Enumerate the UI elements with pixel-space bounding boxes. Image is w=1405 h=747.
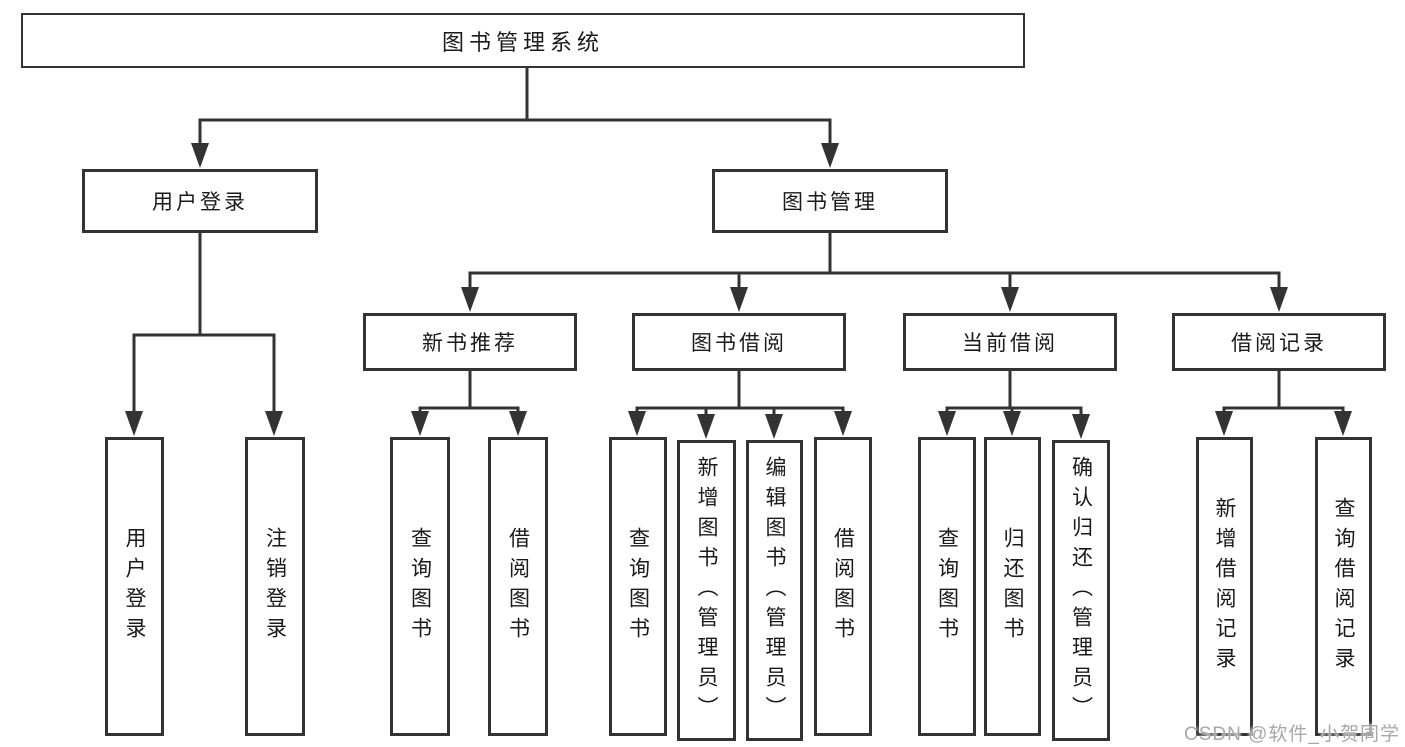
node-branch-user-login: 用户登录 [82, 169, 318, 233]
node-leaf-add-book-admin: 新增图书（管理员） [677, 440, 736, 741]
connector-user-login-children [125, 233, 283, 436]
node-leaf-query-borrow-record: 查询借阅记录 [1315, 437, 1372, 736]
node-leaf-edit-book-admin: 编辑图书（管理员） [746, 440, 803, 741]
node-branch-book-management: 图书管理 [712, 169, 948, 233]
csdn-watermark: CSDN @软件_小贺同学 [1184, 724, 1400, 745]
node-leaf-borrow-books-recommend: 借阅图书 [488, 437, 548, 736]
node-section-book-borrowing: 图书借阅 [632, 313, 846, 371]
node-leaf-user-login: 用户登录 [105, 437, 164, 736]
connector-root-to-branches [191, 68, 839, 168]
node-leaf-return-books: 归还图书 [984, 437, 1041, 736]
connector-borrowing-records-children [1215, 371, 1352, 436]
node-leaf-add-borrow-record: 新增借阅记录 [1196, 437, 1253, 736]
node-leaf-query-books-borrowing: 查询图书 [609, 437, 667, 736]
connector-book-borrowing-children [628, 371, 852, 439]
node-leaf-query-books-current: 查询图书 [918, 437, 976, 736]
node-leaf-query-books-recommend: 查询图书 [390, 437, 450, 736]
node-root: 图书管理系统 [21, 13, 1025, 68]
node-leaf-borrow-books-borrowing: 借阅图书 [814, 437, 872, 736]
node-section-new-book-recommend: 新书推荐 [363, 313, 577, 371]
node-leaf-confirm-return-admin: 确认归还（管理员） [1052, 440, 1110, 741]
connector-current-borrowing-children [938, 371, 1090, 439]
node-section-current-borrowing: 当前借阅 [903, 313, 1117, 371]
node-leaf-logout: 注销登录 [245, 437, 305, 736]
node-section-borrowing-records: 借阅记录 [1172, 313, 1386, 371]
connector-book-management-sections [461, 233, 1288, 312]
connector-new-book-recommend-children [411, 371, 527, 436]
